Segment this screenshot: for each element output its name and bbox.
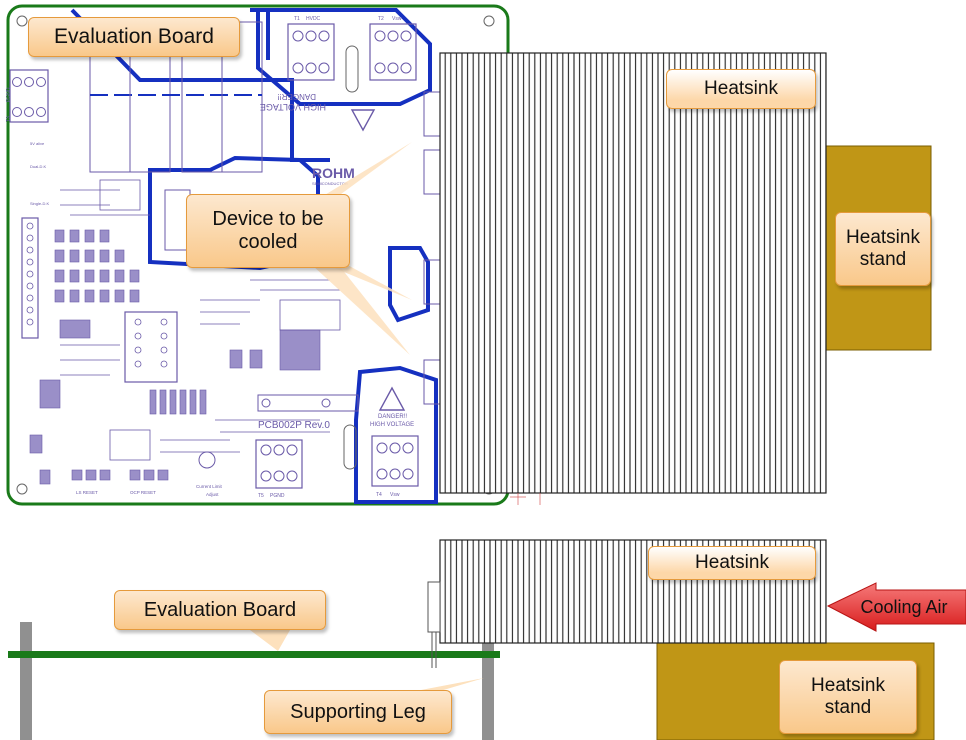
supporting-leg-left [20, 622, 32, 740]
trimmer [198, 451, 216, 469]
silk-vsw: Vsw [392, 16, 402, 22]
silk-t2: T2 [378, 16, 384, 22]
evaluation-board-side [8, 651, 500, 658]
silk-t1: T1 [294, 16, 300, 22]
hv-zone [256, 8, 432, 106]
heatsink-bar [257, 394, 359, 412]
silk-hvdc: HVDC [306, 16, 321, 22]
cooling-air-arrow [826, 582, 966, 632]
label-heatsink-side: Heatsink [648, 546, 816, 580]
silk-semiconductor: SEMICONDUCTOR [312, 181, 348, 186]
silk-pgnd-bottom: PGND [270, 493, 285, 499]
warning-triangle-icon [350, 109, 376, 132]
callout-pointer [300, 142, 412, 210]
connector-strip [21, 217, 39, 339]
hv-zone [388, 246, 430, 323]
callout-pointer [300, 254, 410, 355]
silk-high-voltage: HIGH VOLTAGE [260, 102, 326, 112]
silk-t3: T3 [6, 116, 12, 122]
heatsink-top [439, 52, 827, 494]
silk-pcb-rev: PCB002P Rev.0 [258, 420, 330, 431]
terminal-t3 [9, 69, 49, 123]
label-heatsink-stand-top: Heatsink stand [835, 212, 931, 286]
label-supporting-leg: Supporting Leg [264, 690, 452, 734]
label-device-to-be-cooled: Device to be cooled [186, 194, 350, 268]
warning-triangle-icon [378, 386, 406, 411]
silk-high-voltage-bottom: HIGH VOLTAGE [370, 422, 414, 428]
silk-current-limit: Current Limit [196, 484, 223, 489]
device-body-side [427, 581, 441, 633]
silk-dual: Dual-D.K [30, 164, 47, 169]
hv-zone [354, 365, 438, 504]
silk-vsw-bottom: Vsw [390, 492, 400, 498]
silk-t4: T4 [376, 492, 382, 498]
label-cooling-air: Cooling Air [860, 596, 948, 617]
silk-alive: 5V alive [30, 141, 45, 146]
silk-pgnd-left: PGND [6, 87, 12, 102]
slot [343, 424, 357, 470]
silk-single: Single-D.K [30, 201, 49, 206]
slot [345, 45, 359, 93]
ic-outline [279, 299, 341, 331]
label-evaluation-board-side: Evaluation Board [114, 590, 326, 630]
terminal-t4 [371, 435, 419, 487]
terminal-t1 [287, 23, 335, 81]
device-leads [431, 632, 437, 668]
label-heatsink-top: Heatsink [666, 69, 816, 109]
ic-outline [124, 311, 178, 383]
silk-rohm: ROHM [312, 165, 355, 181]
ic-outline [99, 179, 141, 211]
silk-t5: T5 [258, 493, 264, 499]
ic-outline [109, 429, 151, 461]
silk-adjust: Adjust [206, 492, 219, 497]
terminal-t2 [369, 23, 417, 81]
mounting-hole [16, 483, 28, 495]
silk-danger: DANGER!! [277, 92, 316, 101]
callout-pointer [250, 630, 290, 651]
silk-ocp-reset: OCP RESET [130, 490, 156, 495]
terminal-t5 [255, 439, 303, 489]
silk-ls-reset: LS RESET [76, 490, 98, 495]
silk-danger-bottom: DANGER!! [378, 414, 407, 420]
label-heatsink-stand-side: Heatsink stand [779, 660, 917, 734]
label-evaluation-board-top: Evaluation Board [28, 17, 240, 57]
mounting-hole [483, 15, 495, 27]
mounting-hole [16, 15, 28, 27]
